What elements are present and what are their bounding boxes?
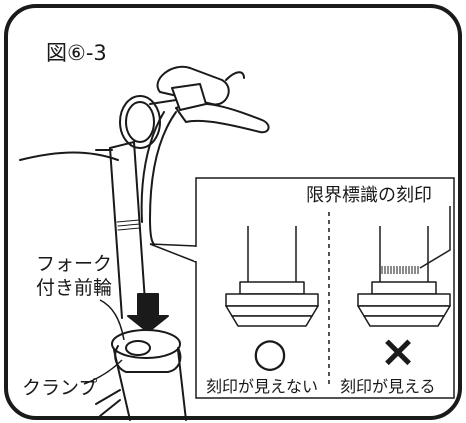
good-symbol: ○ [253,330,288,376]
limit-mark-label: 限界標識の刻印 [306,185,432,206]
clamp-leader [83,359,123,385]
brake-mount [171,83,207,111]
good-caption: 刻印が見えない [206,377,318,396]
bad-symbol: × [380,326,417,377]
brake-cable [149,111,177,247]
handle-post [109,141,147,319]
clamp [114,345,182,373]
bad-caption: 刻印が見える [340,377,436,396]
inset-pointer [149,243,197,263]
good-example [225,226,319,327]
bad-limit-mark [381,266,419,274]
post-limit-mark [116,219,141,231]
bad-example [357,226,451,327]
insert-arrow [127,293,169,333]
detail-inset: 限界標識の刻印 ○ 刻印が見えない [149,177,455,399]
handlebar-curve [225,71,245,81]
clamp-label: クランプ [22,377,97,399]
scooter-illustration [19,65,270,421]
fork-wheel-leader [99,299,125,341]
figure-label: 図⑥-3 [46,41,107,65]
fork-wheel-label-line1: フォーク [36,253,112,275]
fork-wheel-label-line2: 付き前輪 [36,277,112,299]
handlebar-grip-left [156,65,230,106]
brake-lever [175,102,270,134]
limit-mark-leader [419,206,451,269]
